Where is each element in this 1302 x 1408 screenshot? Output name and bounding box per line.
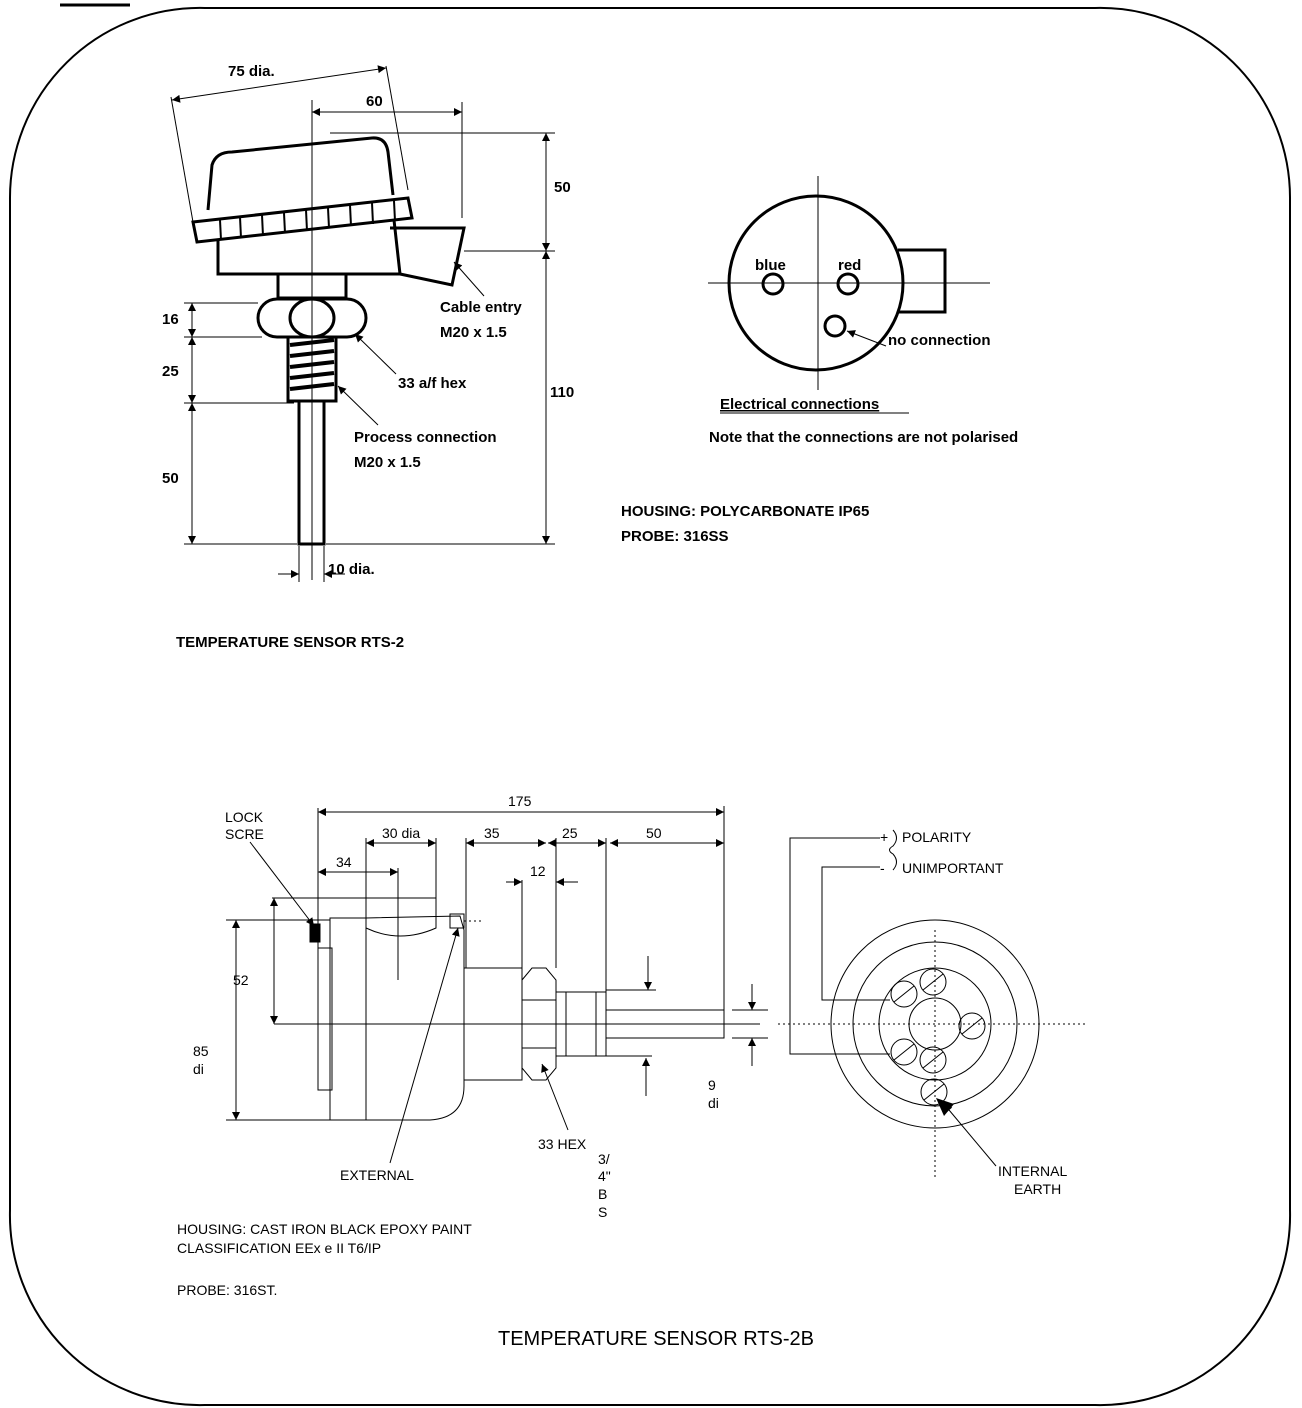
rts2b-end-view: + - POLARITY UNIMPORTANT INTERNAL EARTH [778,829,1088,1197]
rts2b-dim-34: 34 [336,854,352,870]
pin-blue [761,272,785,296]
end-view-core [908,997,962,1051]
rts2-dim-60: 60 [366,93,383,110]
rts2-drawing: 75 dia. 60 50 110 16 25 50 10 dia. Cable… [162,63,574,651]
rts2-dim-50-top: 50 [554,179,571,196]
connector-key [898,248,947,314]
rts2-probe [297,401,326,546]
internal-earth-label-2: EARTH [1014,1181,1061,1197]
rts2b-dim-30: 30 dia [382,825,420,841]
polarity-minus: - [880,860,885,876]
rts2-thread-lines [289,338,335,391]
rts2-dim-50-probe: 50 [162,470,179,487]
electrical-note: Note that the connections are not polari… [709,429,1018,446]
rts2-dim-16: 16 [162,311,179,328]
no-connection-label: no connection [888,332,991,349]
rts2b-probe-material: PROBE: 316ST. [177,1282,277,1298]
rts2b-bsp-2: 4" [598,1168,611,1184]
rts2-ribbed-band [191,196,414,244]
rts2b-bsp-4: S [598,1204,607,1220]
terminal-screws [890,968,986,1106]
rts2-dim-75-line [171,65,387,103]
rts2b-title: TEMPERATURE SENSOR RTS-2B [498,1328,814,1350]
polarity-label: POLARITY [902,829,972,845]
rts2b-flange [317,947,333,1091]
rts2-dim-25: 25 [162,363,179,380]
rts2b-housing [329,917,367,1121]
rts2b-housing-material: HOUSING: CAST IRON BLACK EPOXY PAINT [177,1221,472,1237]
rts2b-dim-175: 175 [508,793,532,809]
electrical-heading: Electrical connections [720,396,879,413]
internal-earth-label-1: INTERNAL [998,1163,1067,1179]
internal-earth-arrowhead [936,1098,954,1116]
rts2b-lock-screw [309,923,321,943]
rts2b-dim-52: 52 [233,972,249,988]
rts2b-dim-50: 50 [646,825,662,841]
rts2-title: TEMPERATURE SENSOR RTS-2 [176,634,404,651]
pin-red [836,272,860,296]
rts2-cable-entry-label: Cable entry [440,299,522,316]
rts2b-probe [606,1009,725,1039]
rts2-dim-10: 10 dia. [328,561,375,578]
rts2b-dim-35: 35 [484,825,500,841]
rts2-dim-110: 110 [550,384,574,401]
rts2-ribs [219,200,396,241]
rts2b-bsp-3: B [598,1186,607,1202]
rts2-probe-material: PROBE: 316SS [621,528,729,545]
connector-circle [727,194,905,372]
rts2-hex-label: 33 a/f hex [398,375,467,392]
pin-no-connection [823,314,847,338]
unimportant-label: UNIMPORTANT [902,860,1004,876]
rts2-electrical-diagram: blue red no connection Electrical connec… [708,176,1018,446]
rts2b-lid-top [365,897,437,937]
rts2b-lock-label-1: LOCK [225,809,264,825]
rts2b-hex [521,967,557,1081]
rts2-process-size: M20 x 1.5 [354,454,421,471]
rts2b-hex-label: 33 HEX [538,1136,587,1152]
rts2-housing-material: HOUSING: POLYCARBONATE IP65 [621,503,869,520]
rts2b-dim-9-b: di [708,1095,719,1111]
end-view-outer-circle [830,919,1040,1129]
rts2b-dim-85-a: 85 [193,1043,209,1059]
rts2b-body [365,915,465,1121]
rts2b-dim-9-a: 9 [708,1077,716,1093]
rts2-process-label: Process connection [354,429,497,446]
rts2b-dim-85-b: di [193,1061,204,1077]
rts2b-classification: CLASSIFICATION EEx e II T6/IP [177,1240,381,1256]
rts2-cable-entry-size: M20 x 1.5 [440,324,507,341]
end-view-middle-circle [852,941,1018,1107]
rts2b-drawing: 175 30 dia 34 35 25 50 12 52 85 di [193,793,768,1220]
rts2b-bsp-1: 3/ [598,1151,610,1167]
pin-blue-label: blue [755,257,786,274]
rts2b-lock-label-2: SCRE [225,826,264,842]
rts2b-dim-12: 12 [530,863,546,879]
polarity-plus: + [880,829,888,845]
rts2-cable-gland [390,226,466,287]
pin-red-label: red [838,257,861,274]
rts2-lid [206,136,395,211]
rts2b-external-label: EXTERNAL [340,1167,414,1183]
rts2b-dim-25: 25 [562,825,578,841]
end-view-inner-circle [878,967,992,1081]
drawing-frame [8,6,1292,1407]
rts2-dim-75: 75 dia. [228,63,275,80]
